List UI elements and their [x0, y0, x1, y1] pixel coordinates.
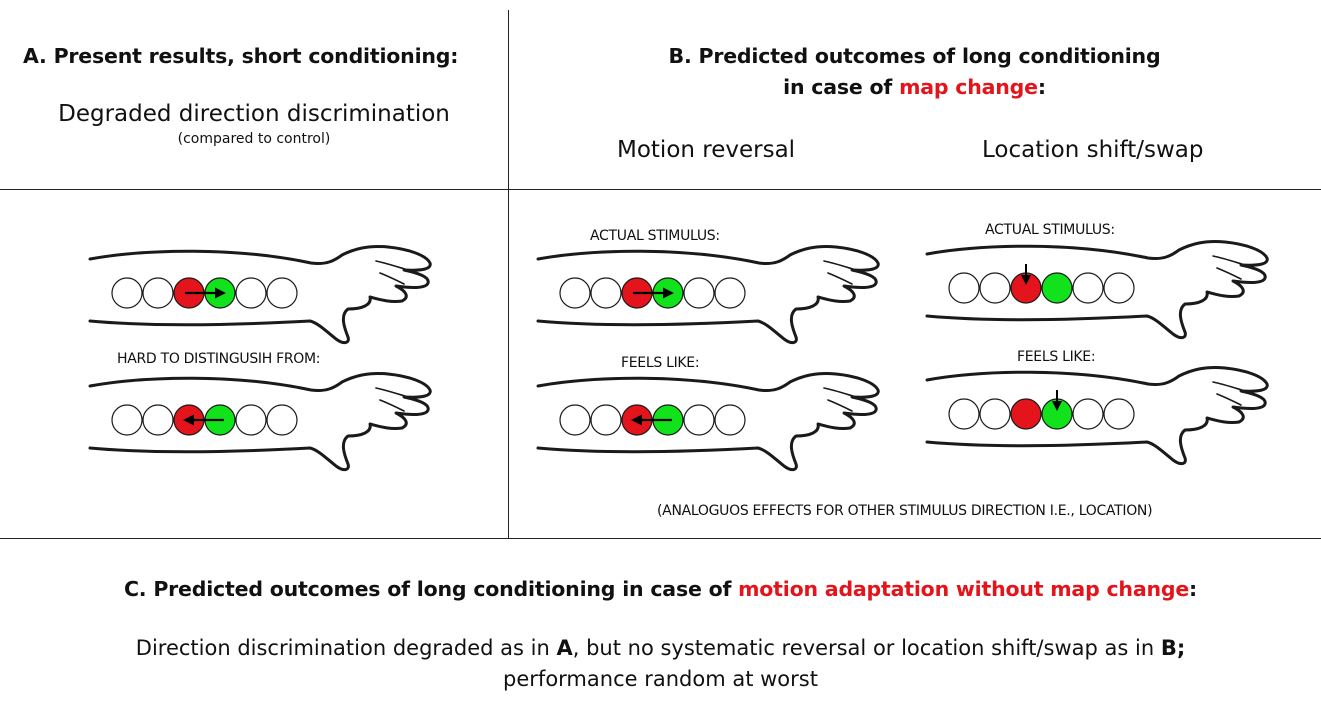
panel-c-line2: performance random at worst: [503, 667, 818, 691]
panel-b-col1-heading: Motion reversal: [617, 137, 796, 163]
arrow-head: [215, 287, 226, 299]
stimulus-circle-white: [714, 404, 746, 436]
stimulus-circle-white: [235, 277, 267, 309]
stimulus-circle-white: [142, 277, 174, 309]
panel-a-title: A. Present results, short conditioning:: [23, 44, 458, 68]
arm-b1-bottom: [536, 372, 880, 472]
stimulus-circle-white: [714, 277, 746, 309]
stimulus-circle-white: [266, 404, 298, 436]
arm-outline: [536, 245, 880, 345]
finger-line: [375, 387, 409, 398]
stimulus-circle-white: [559, 404, 591, 436]
panel-b1-label-actual: ACTUAL STIMULUS:: [590, 228, 720, 244]
arrow-down-icon: [1052, 390, 1062, 411]
panel-a-label-hard: HARD TO DISTINGUSIH FROM:: [117, 351, 321, 367]
arrow-right-icon: [633, 287, 674, 299]
panel-c-title-prefix: C. Predicted outcomes of: [123, 577, 417, 601]
panel-c-line1-bold-b: B;: [1160, 636, 1186, 660]
panel-c-title: C. Predicted outcomes of long conditioni…: [0, 577, 1321, 601]
arm-b2-top: [925, 240, 1269, 340]
stimulus-circle-white: [1103, 272, 1135, 304]
panel-b-col2-heading: Location shift/swap: [982, 137, 1204, 163]
arm-a-bottom: [88, 372, 432, 472]
stimulus-circle-white: [683, 277, 715, 309]
arrow-left-icon: [183, 414, 224, 426]
arm-b1-top: [536, 245, 880, 345]
panel-b1-label-feels: FEELS LIKE:: [621, 355, 700, 371]
panel-b-footnote: (ANALOGUOS EFFECTS FOR OTHER STIMULUS DI…: [657, 503, 1153, 519]
stimulus-circle-white: [142, 404, 174, 436]
finger-line: [1216, 393, 1242, 406]
stimulus-circle-white: [1103, 398, 1135, 430]
divider-vertical: [508, 10, 509, 538]
stimulus-circle-white: [111, 277, 143, 309]
finger-line: [379, 272, 405, 285]
arm-b2-bottom: [925, 366, 1269, 466]
arm-a-top: [88, 245, 432, 345]
stimulus-circle-white: [266, 277, 298, 309]
finger-line: [1212, 255, 1246, 266]
arrow-head: [183, 414, 194, 426]
divider-top: [0, 189, 1321, 190]
panel-b-title-line2: in case of map change:: [508, 75, 1321, 99]
panel-b2-label-feels: FEELS LIKE:: [1017, 349, 1096, 365]
stimulus-circle-red: [1010, 398, 1042, 430]
panel-c-line1: Direction discrimination degraded as in …: [0, 636, 1321, 660]
stimulus-circle-white: [559, 277, 591, 309]
stimulus-circle-white: [590, 404, 622, 436]
arrow-right-icon: [185, 287, 226, 299]
panel-a-subtitle: Degraded direction discrimination: [58, 101, 450, 127]
finger-line: [827, 399, 853, 412]
panel-a-title-bold: short: [241, 44, 302, 68]
stimulus-circle-white: [1072, 398, 1104, 430]
finger-line: [827, 272, 853, 285]
arrow-left-icon: [631, 414, 672, 426]
panel-c-title-red: motion adaptation without map change: [738, 577, 1190, 601]
panel-a-title-prefix: A. Present results,: [23, 44, 242, 68]
panel-b-title2-suffix: :: [1037, 75, 1046, 99]
arm-outline: [536, 372, 880, 472]
finger-line: [379, 399, 405, 412]
arm-outline: [88, 245, 432, 345]
finger-line: [823, 260, 857, 271]
arm-outline: [925, 240, 1269, 340]
stimulus-circle-white: [590, 277, 622, 309]
stimulus-circle-white: [683, 404, 715, 436]
panel-b-title-bold: long: [961, 44, 1012, 68]
panel-a-note: (compared to control): [177, 131, 331, 147]
stimulus-circle-white: [979, 398, 1011, 430]
arm-outline: [88, 372, 432, 472]
panel-c-title-middle: conditioning in case of: [466, 577, 739, 601]
stimulus-circle-green: [1041, 272, 1073, 304]
panel-b-title-suffix: conditioning: [1011, 44, 1161, 68]
stimulus-circle-white: [979, 272, 1011, 304]
panel-b2-label-actual: ACTUAL STIMULUS:: [985, 222, 1115, 238]
arrow-down-icon: [1021, 264, 1031, 285]
panel-c-line1-middle: , but no systematic reversal or location…: [572, 636, 1161, 660]
panel-a-title-suffix: conditioning:: [301, 44, 459, 68]
finger-line: [823, 387, 857, 398]
finger-line: [1216, 267, 1242, 280]
panel-b-title2-red: map change: [899, 75, 1038, 99]
finger-line: [375, 260, 409, 271]
finger-line: [1212, 381, 1246, 392]
panel-c-title-bold: long: [416, 577, 467, 601]
divider-bottom: [0, 538, 1321, 539]
stimulus-circle-white: [111, 404, 143, 436]
panel-b-title2-prefix: in case of: [783, 75, 900, 99]
stimulus-circle-white: [235, 404, 267, 436]
arm-outline: [925, 366, 1269, 466]
stimulus-circle-white: [1072, 272, 1104, 304]
panel-b-title-prefix: B. Predicted outcomes of: [668, 44, 962, 68]
panel-b-title-line1: B. Predicted outcomes of long conditioni…: [508, 44, 1321, 68]
panel-c-line1-prefix: Direction discrimination degraded as in: [135, 636, 557, 660]
arrow-head: [1021, 275, 1031, 285]
arrow-head: [631, 414, 642, 426]
stimulus-circle-white: [948, 272, 980, 304]
panel-c-title-suffix: :: [1189, 577, 1198, 601]
panel-c-line1-bold-a: A: [556, 636, 573, 660]
stimulus-circle-white: [948, 398, 980, 430]
arrow-head: [663, 287, 674, 299]
arrow-head: [1052, 401, 1062, 411]
